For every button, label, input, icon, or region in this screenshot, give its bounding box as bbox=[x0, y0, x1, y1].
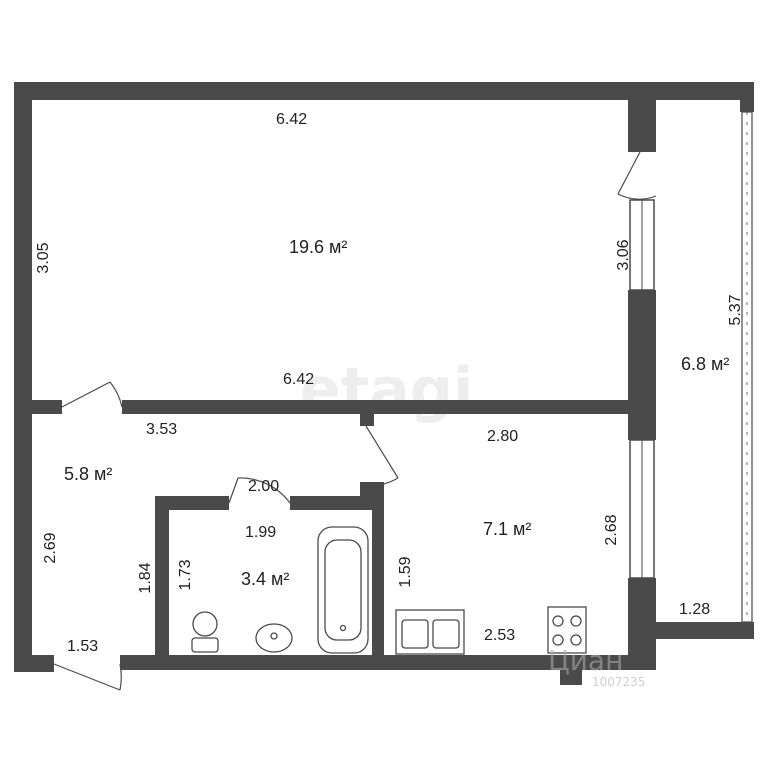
bath-door-dim: 2.00 bbox=[248, 478, 279, 495]
main-room-door-leaf bbox=[61, 381, 111, 408]
bath-left-dim: 1.73 bbox=[177, 559, 194, 590]
etagi-watermark: etagi bbox=[300, 355, 473, 425]
bathtub-inner bbox=[324, 539, 362, 641]
bath-top-wall-right bbox=[290, 496, 384, 510]
bath-top-wall-left bbox=[155, 496, 229, 510]
stove-icon bbox=[547, 606, 587, 654]
middle-wall-left bbox=[32, 400, 62, 414]
main-room-left-dim: 3.05 bbox=[35, 242, 52, 273]
bath-corner-wall bbox=[360, 482, 384, 496]
washbasin-drain-icon bbox=[270, 632, 278, 640]
bottom-wall-left bbox=[14, 655, 54, 672]
entrance-width-dim: 1.53 bbox=[67, 638, 98, 655]
bottom-wall-stub bbox=[560, 655, 582, 685]
main-room-top-dim: 6.42 bbox=[276, 111, 307, 128]
bath-right-wall bbox=[372, 496, 384, 670]
bath-right-dim: 1.59 bbox=[397, 556, 414, 587]
bath-door-leaf bbox=[228, 477, 239, 504]
top-wall bbox=[14, 82, 754, 100]
balcony-width-dim: 1.28 bbox=[679, 601, 710, 618]
balcony-corner-top bbox=[740, 82, 754, 112]
main-room-right-dim: 3.06 bbox=[615, 239, 632, 270]
left-wall bbox=[14, 82, 32, 672]
kitchen-bottom-dim: 2.53 bbox=[484, 627, 515, 644]
fixtures bbox=[191, 526, 587, 655]
hall-area: 5.8 м² bbox=[64, 464, 112, 484]
middle-wall-main bbox=[122, 400, 628, 414]
hall-kitchen-stub bbox=[360, 400, 374, 426]
kitchen-door-leaf bbox=[365, 425, 399, 479]
windows bbox=[629, 111, 753, 623]
kitchen-door-arc bbox=[371, 477, 399, 487]
main-room-area: 19.6 м² bbox=[289, 237, 347, 257]
bath-door-arc bbox=[237, 477, 291, 504]
kitchen-area: 7.1 м² bbox=[483, 519, 531, 539]
stove-burner-3 bbox=[552, 634, 564, 646]
stove-burner-2 bbox=[570, 615, 582, 627]
bath-width-dim: 1.99 bbox=[245, 524, 276, 541]
cian-watermark-id: 1007235 bbox=[592, 675, 645, 689]
cian-watermark: Циан bbox=[548, 644, 623, 677]
balcony-door-arc bbox=[617, 193, 657, 200]
sink-bowl-right-icon bbox=[432, 619, 460, 649]
sink-bowl-left-icon bbox=[401, 619, 429, 649]
toilet-tank-icon bbox=[191, 637, 219, 653]
right-wall-bottom bbox=[628, 578, 656, 670]
bathroom-area: 3.4 м² bbox=[241, 569, 289, 589]
stove-burner-4 bbox=[570, 634, 582, 646]
bathtub-drain-icon bbox=[339, 624, 347, 632]
hall-wall-dim: 1.84 bbox=[137, 562, 154, 593]
kitchen-height-dim: 2.68 bbox=[603, 514, 620, 545]
right-wall-middle bbox=[628, 290, 656, 440]
hall-height-dim: 2.69 bbox=[42, 532, 59, 563]
kitchen-top-dim: 2.80 bbox=[487, 428, 518, 445]
right-wall-top bbox=[628, 100, 656, 152]
toilet-bowl-icon bbox=[192, 611, 218, 637]
doors bbox=[53, 151, 657, 691]
balcony-area: 6.8 м² bbox=[681, 354, 729, 374]
main-room-door-arc bbox=[109, 381, 123, 408]
entrance-door-leaf bbox=[53, 663, 121, 691]
balcony-door-leaf bbox=[617, 151, 641, 195]
balcony-bottom-wall bbox=[656, 622, 754, 639]
balcony-glazing bbox=[741, 111, 753, 623]
main-room-bottom-dim: 6.42 bbox=[283, 371, 314, 388]
stove-burner-1 bbox=[552, 615, 564, 627]
entrance-door-arc bbox=[119, 663, 122, 691]
walls bbox=[14, 82, 754, 685]
bath-left-wall bbox=[155, 496, 169, 670]
balcony-length-dim: 5.37 bbox=[727, 294, 744, 325]
hall-width-dim: 3.53 bbox=[146, 421, 177, 438]
